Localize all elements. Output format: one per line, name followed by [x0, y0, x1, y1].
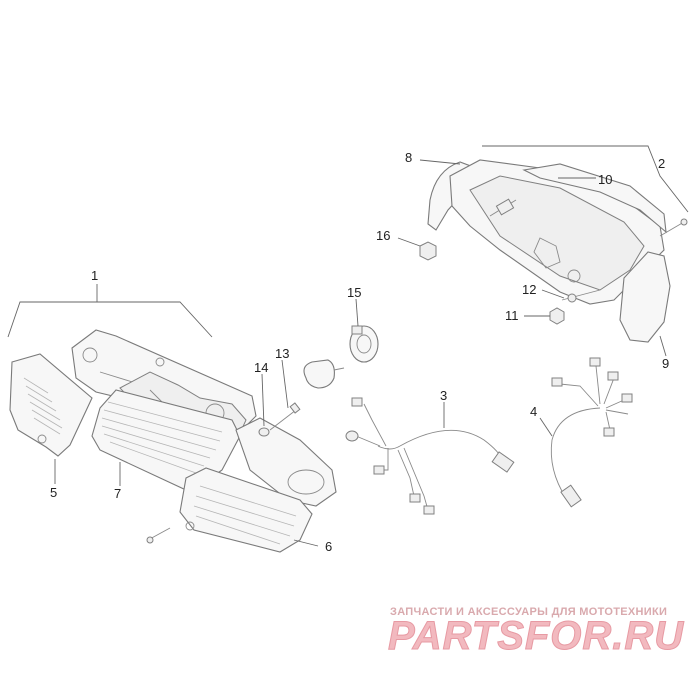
callout-15: 15 [347, 285, 361, 300]
callout-12: 12 [522, 282, 536, 297]
part-5-left-lens [9, 353, 93, 484]
callout-5: 5 [50, 485, 57, 500]
part-3-wiring-harness [345, 397, 515, 515]
callout-1: 1 [91, 268, 98, 283]
bulb [303, 359, 345, 389]
headlight-right-housing [235, 417, 337, 507]
callout-8: 8 [405, 150, 412, 165]
part-12-bolt [541, 289, 601, 303]
rear-screw-right [659, 218, 688, 237]
callout-4: 4 [530, 404, 537, 419]
callout-1-bracket [7, 284, 213, 338]
part-4-wiring-harness [539, 357, 633, 508]
callout-9: 9 [662, 356, 669, 371]
callout-2: 2 [658, 156, 665, 171]
screw-small [146, 527, 171, 544]
watermark-tagline: ЗАПЧАСТИ И АКСЕССУАРЫ ДЛЯ МОТОТЕХНИКИ [390, 606, 668, 618]
callout-10: 10 [598, 172, 612, 187]
callout-labels: 1 2 3 4 5 6 7 8 9 10 11 12 13 14 15 16 [50, 150, 669, 554]
callout-6: 6 [325, 539, 332, 554]
watermark-logo: PARTSFOR.RU [388, 614, 685, 659]
callout-14: 14 [254, 360, 268, 375]
callout-7: 7 [114, 486, 121, 501]
part-7-center-lens [91, 389, 241, 491]
callout-13: 13 [275, 346, 289, 361]
part-9-rear-right-lens [619, 251, 671, 357]
part-16-nut [397, 237, 437, 261]
callout-3: 3 [440, 388, 447, 403]
part-15-bulb-socket [349, 298, 379, 363]
part-11-nut [524, 307, 565, 325]
callout-11: 11 [505, 308, 519, 323]
part-13-screw [269, 359, 301, 431]
callout-16: 16 [376, 228, 390, 243]
part-6-right-lens [179, 467, 319, 553]
part-14-washer [258, 373, 270, 437]
callout-2-bracket [482, 145, 689, 213]
